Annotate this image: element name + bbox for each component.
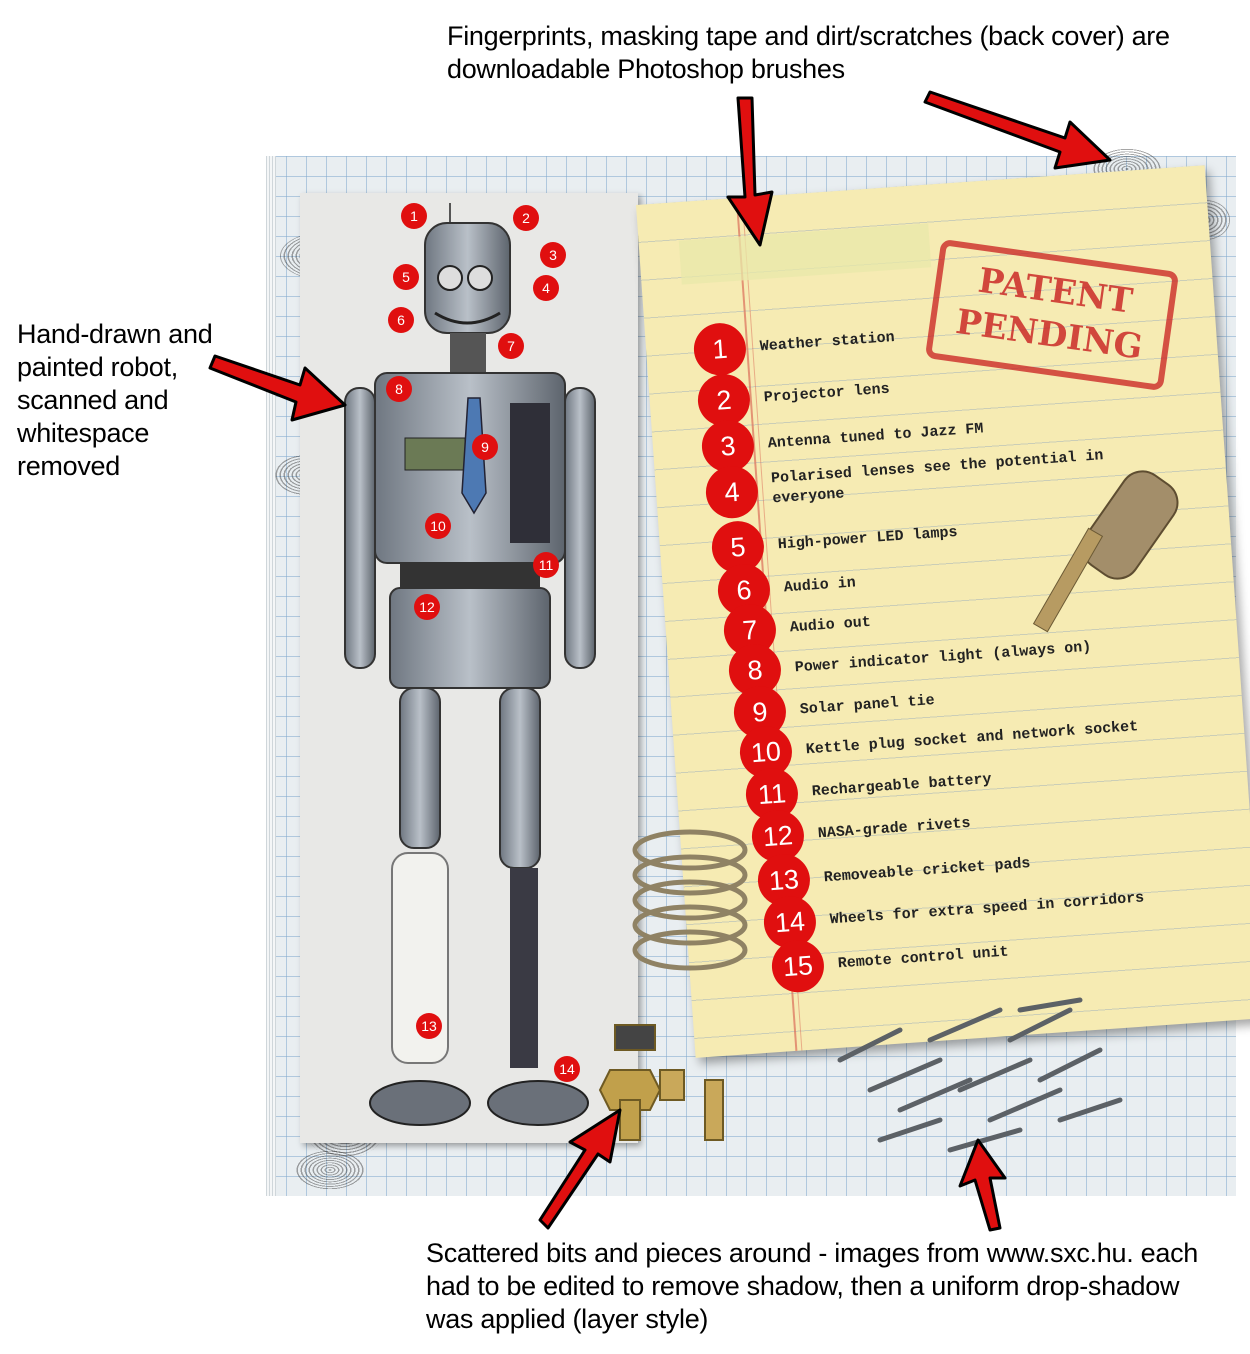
robot-part-marker: 13: [416, 1013, 442, 1039]
robot-part-marker: 9: [472, 434, 498, 460]
annotation-bottom: Scattered bits and pieces around - image…: [426, 1238, 1198, 1334]
parts-list-label: NASA-grade rivets: [817, 814, 972, 842]
parts-list-label: Projector lens: [763, 380, 891, 406]
parts-list-label: High-power LED lamps: [777, 523, 959, 553]
fingerprint-icon: [295, 1150, 365, 1190]
robot-illustration-panel: [300, 193, 638, 1143]
parts-list-label: Remote control unit: [837, 942, 1010, 972]
graph-paper-edge: [266, 156, 276, 1196]
parts-list-number: 1: [692, 321, 748, 377]
robot-part-marker: 11: [533, 552, 559, 578]
parts-list-label: Audio in: [783, 573, 857, 596]
robot-part-marker: 12: [414, 594, 440, 620]
parts-list-label: Solar panel tie: [799, 691, 936, 718]
robot-part-marker: 7: [498, 333, 524, 359]
parts-list-label: Antenna tuned to Jazz FM: [767, 419, 984, 452]
robot-part-marker: 3: [540, 242, 566, 268]
parts-list-label: Audio out: [789, 613, 872, 636]
parts-list-label: Kettle plug socket and network socket: [805, 717, 1139, 758]
parts-list-label: Wheels for extra speed in corridors: [829, 888, 1145, 928]
parts-list-label: Rechargeable battery: [811, 770, 993, 800]
robot-part-marker: 8: [386, 376, 412, 402]
robot-part-marker: 10: [425, 513, 451, 539]
parts-list-number: 15: [770, 938, 826, 994]
robot-illustration: [344, 203, 596, 1126]
robot-part-marker: 6: [388, 307, 414, 333]
parts-list-label: Weather station: [759, 328, 896, 355]
robot-part-marker: 5: [393, 264, 419, 290]
annotation-top: Fingerprints, masking tape and dirt/scra…: [447, 21, 1170, 84]
robot-part-marker: 14: [554, 1056, 580, 1082]
parts-list-label: Power indicator light (always on): [794, 638, 1092, 676]
robot-part-marker: 1: [401, 203, 427, 229]
robot-part-marker: 4: [533, 275, 559, 301]
robot-part-marker: 2: [513, 205, 539, 231]
parts-list-number: 4: [704, 464, 760, 520]
annotation-left: Hand-drawn and painted robot, scanned an…: [17, 319, 213, 481]
